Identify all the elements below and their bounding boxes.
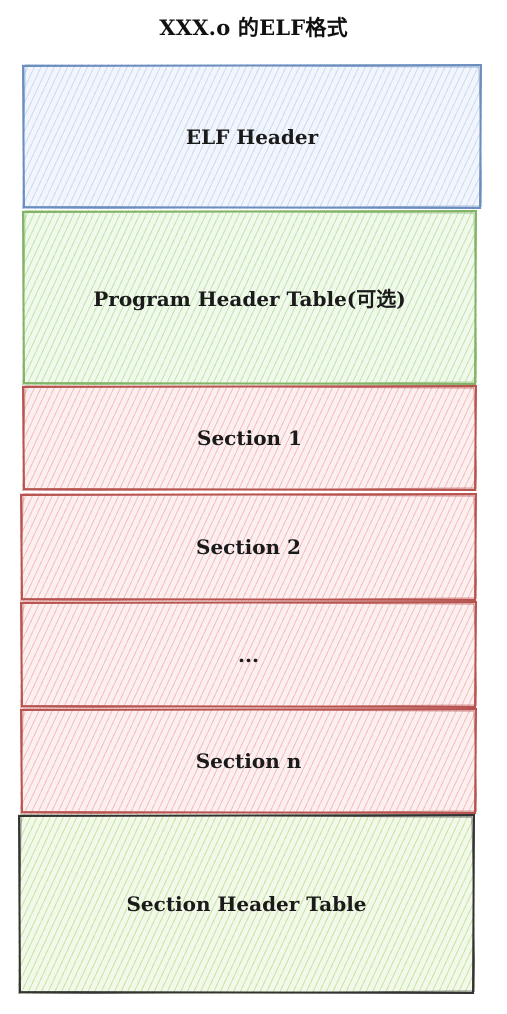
section-header-table-label: Section Header Table [126,892,367,916]
section-header-table-block: Section Header Table [18,814,475,994]
section-1-label: Section 1 [197,426,302,450]
ellipsis-label: ... [238,642,259,667]
section-n-label: Section n [195,749,302,773]
diagram-title: XXX.o 的ELF格式 [159,15,348,40]
elf-header-label: ELF Header [185,124,319,149]
elf-header-block: ELF Header [22,64,482,209]
ellipsis-block: ... [20,601,477,708]
section-2-block: Section 2 [20,493,477,601]
section-1-block: Section 1 [22,385,477,491]
section-n-block: Section n [20,708,477,814]
section-2-label: Section 2 [196,535,301,559]
program-header-table-block: Program Header Table(可选) [22,210,477,385]
program-header-table-label: Program Header Table(可选) [93,287,406,311]
